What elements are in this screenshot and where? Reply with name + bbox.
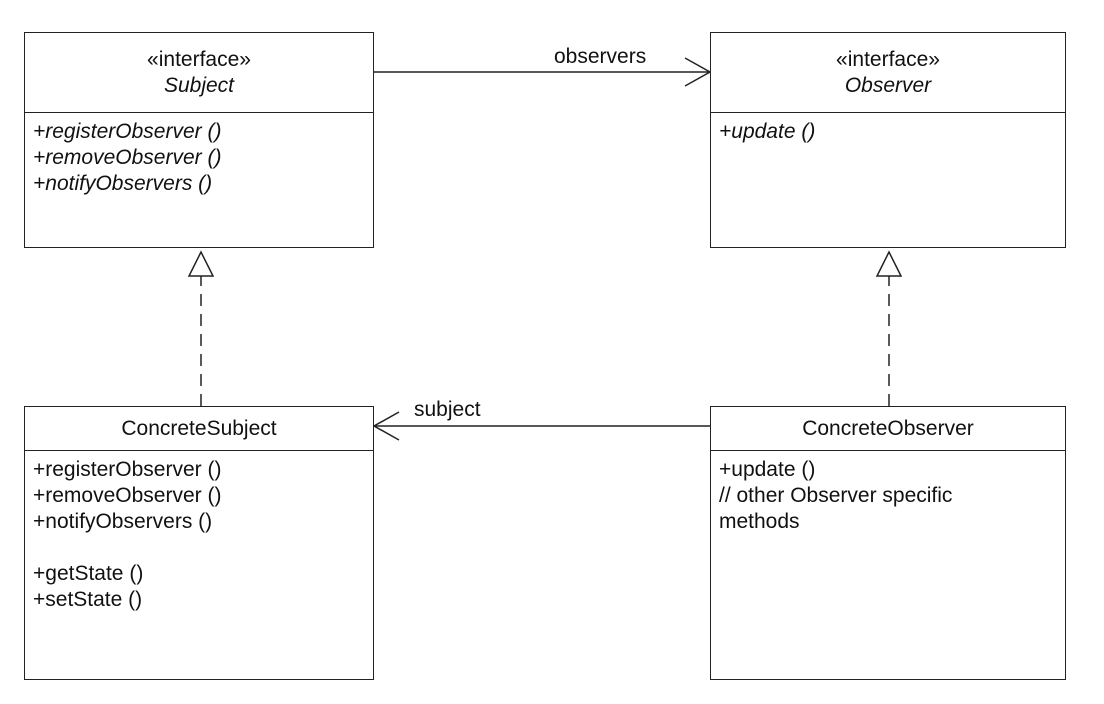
method-item: +update () [719, 458, 816, 481]
method-item: +update () [719, 120, 816, 143]
observers-role-label: observers [554, 45, 647, 68]
subject-class-name: Subject [163, 73, 235, 97]
concrete-observer-class-name: ConcreteObserver [802, 416, 974, 440]
comment-line: methods [719, 510, 800, 533]
observer-realization-triangle [875, 250, 903, 277]
subject-interface-box: «interface» Subject +registerObserver ()… [24, 32, 374, 248]
observer-methods: +update () [711, 113, 1065, 145]
subject-stereotype: «interface» [147, 47, 251, 71]
method-item: +setState () [33, 588, 143, 611]
method-item: +removeObserver () [33, 146, 222, 169]
observer-header: «interface» Observer [711, 33, 1065, 113]
observer-interface-box: «interface» Observer +update () [710, 32, 1066, 248]
comment-line: // other Observer specific [719, 484, 953, 507]
concrete-observer-header: ConcreteObserver [711, 407, 1065, 451]
method-item: +getState () [33, 562, 144, 585]
subject-methods: +registerObserver () +removeObserver () … [25, 113, 373, 197]
concrete-subject-header: ConcreteSubject [25, 407, 373, 451]
subject-arrowhead [372, 411, 400, 441]
method-item: +notifyObservers () [33, 510, 213, 533]
concrete-observer-box: ConcreteObserver +update () // other Obs… [710, 406, 1066, 680]
subject-realization-triangle [187, 250, 215, 277]
concrete-subject-class-name: ConcreteSubject [121, 416, 277, 440]
concrete-observer-methods: +update () // other Observer specific me… [711, 451, 1065, 535]
method-item: +removeObserver () [33, 484, 222, 507]
observer-stereotype: «interface» [836, 47, 940, 71]
subject-header: «interface» Subject [25, 33, 373, 113]
concrete-subject-box: ConcreteSubject +registerObserver () +re… [24, 406, 374, 680]
concrete-subject-methods: +registerObserver () +removeObserver () … [25, 451, 373, 613]
subject-role-label: subject [414, 398, 481, 421]
method-item: +registerObserver () [33, 458, 222, 481]
method-item: +notifyObservers () [33, 172, 213, 195]
observer-class-name: Observer [844, 73, 932, 97]
method-item: +registerObserver () [33, 120, 222, 143]
